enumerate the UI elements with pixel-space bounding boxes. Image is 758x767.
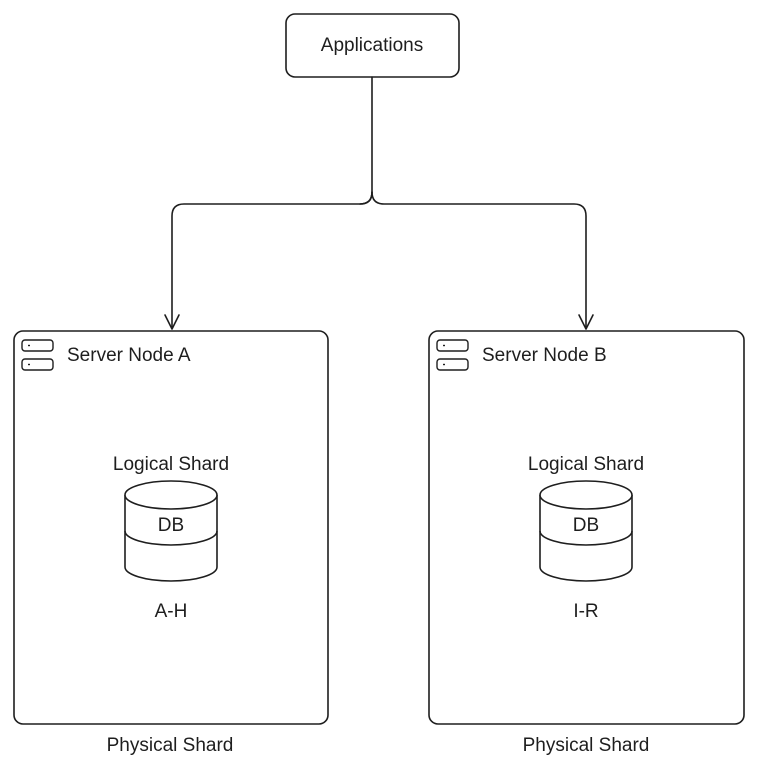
shard-range: A-H xyxy=(155,601,188,622)
database-icon[interactable] xyxy=(124,480,218,582)
logical-shard-label: Logical Shard xyxy=(528,454,644,475)
physical-shard-label: Physical Shard xyxy=(523,735,650,756)
logical-shard-label: Logical Shard xyxy=(113,454,229,475)
connector-right xyxy=(371,191,587,329)
arrow-down-icon xyxy=(164,314,180,330)
applications-label: Applications xyxy=(321,35,423,56)
server-node-b[interactable]: Server Node B Logical Shard DB I-R xyxy=(428,330,745,725)
server-node-title: Server Node B xyxy=(482,345,607,366)
shard-range: I-R xyxy=(573,601,598,622)
applications-node[interactable]: Applications xyxy=(285,13,460,78)
connector-left xyxy=(171,191,373,329)
server-icon xyxy=(436,339,469,371)
server-icon xyxy=(21,339,54,371)
connectors xyxy=(164,76,594,330)
physical-shard-label: Physical Shard xyxy=(107,735,234,756)
db-label: DB xyxy=(573,515,599,536)
connector-trunk xyxy=(359,76,373,205)
db-label: DB xyxy=(158,515,184,536)
arrow-down-icon xyxy=(578,314,594,330)
server-node-a[interactable]: Server Node A Logical Shard DB A-H xyxy=(13,330,329,725)
database-icon[interactable] xyxy=(539,480,633,582)
server-node-title: Server Node A xyxy=(67,345,191,366)
